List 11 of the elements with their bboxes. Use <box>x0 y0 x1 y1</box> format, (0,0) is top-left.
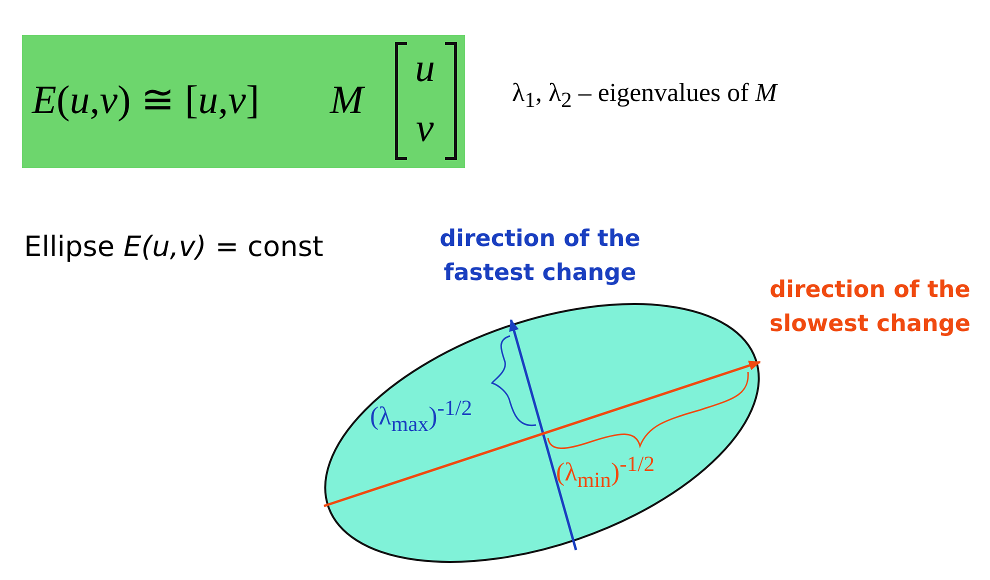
formula: u <box>415 44 435 91</box>
length-label: (λ$_{max}$)$^{-1/2}$ <box>370 396 472 437</box>
formula: v <box>416 104 434 151</box>
heading: Ellipse E(u,v) = const <box>24 230 324 263</box>
length-label: (λ$_{min}$)$^{-1/2}$ <box>556 452 655 493</box>
formula: E(u,v) ≅ [u,v] <box>32 76 260 123</box>
axis-label: direction of the slowest change <box>768 276 972 339</box>
formula: M <box>330 76 364 123</box>
note: λ$_{1}$, λ$_{2}$ – eigenvalues of M <box>512 78 777 114</box>
formula-box <box>22 35 465 168</box>
axis-label: direction of the fastest change <box>438 225 642 288</box>
